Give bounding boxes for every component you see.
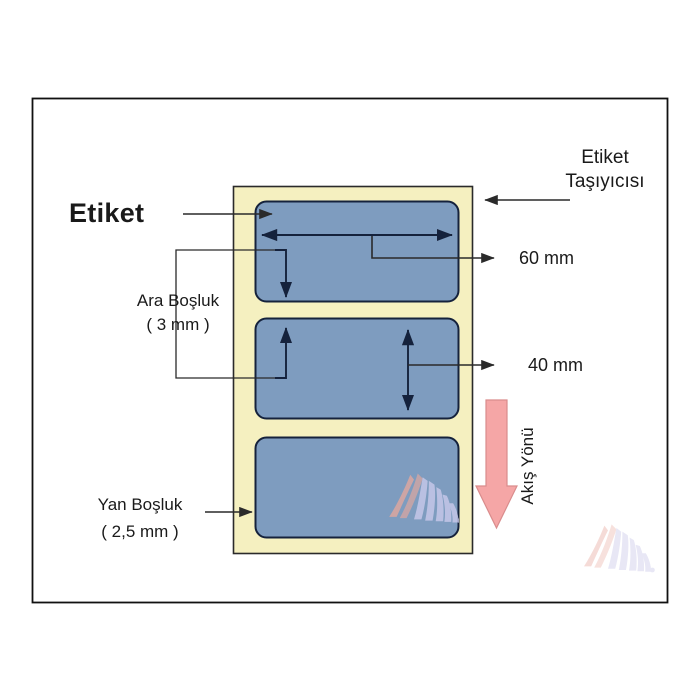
gap-arrow-lower <box>275 327 293 379</box>
watermark-logo-corner <box>584 524 655 573</box>
width-dimension-text: 60 mm <box>519 248 574 268</box>
width-dimension-leader <box>371 236 495 264</box>
side-margin-line2: ( 2,5 mm ) <box>101 522 178 541</box>
flow-direction-arrow <box>475 399 518 530</box>
gap-note-line1: Ara Boşluk <box>137 291 220 310</box>
label-3 <box>254 436 460 539</box>
gap-note-line2: ( 3 mm ) <box>146 315 209 334</box>
label-1 <box>254 200 460 303</box>
watermark-logo-label <box>389 473 459 524</box>
flow-direction-text: Akış Yönü <box>518 427 537 504</box>
height-dimension-text: 40 mm <box>528 355 583 375</box>
gap-arrow-upper <box>275 249 293 298</box>
side-margin-line1: Yan Boşluk <box>98 495 183 514</box>
label-callout-text: Etiket <box>69 198 144 228</box>
gap-note-bracket <box>175 249 275 379</box>
carrier-callout-line2: Taşıyıcısı <box>565 171 644 192</box>
carrier-callout-line1: Etiket <box>581 147 629 168</box>
